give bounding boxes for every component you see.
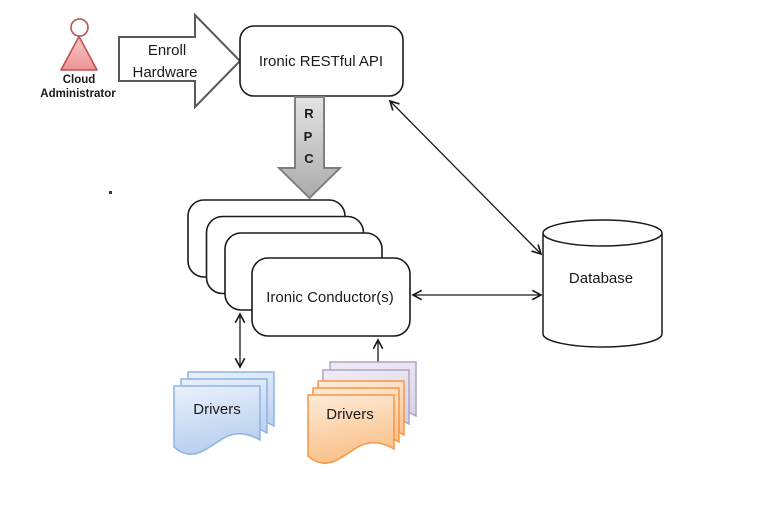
drivers-blue-front-doc xyxy=(173,385,261,456)
rpc-letter-c: C xyxy=(304,151,314,166)
database-body xyxy=(542,233,663,348)
actor-head xyxy=(70,18,89,37)
rpc-letter-p: P xyxy=(304,129,313,144)
cloud-admin-icon xyxy=(60,18,98,71)
api-database-arrow xyxy=(388,99,543,256)
conductor-label: Ironic Conductor(s) xyxy=(266,289,394,306)
cloud-admin-label-line1: Cloud xyxy=(63,74,96,86)
enroll-hardware-arrow xyxy=(118,12,242,110)
enroll-label-line1: Enroll xyxy=(148,42,186,59)
drivers-blue-label: Drivers xyxy=(193,401,241,418)
database-top xyxy=(542,219,663,247)
database-label: Database xyxy=(569,270,633,287)
conductor-front-card xyxy=(251,257,411,337)
ironic-api-label: Ironic RESTful API xyxy=(259,53,383,70)
rpc-arrow xyxy=(276,96,343,200)
cloud-admin-label-line2: Administrator xyxy=(40,88,116,100)
stray-dot xyxy=(109,191,112,194)
rpc-letter-r: R xyxy=(304,106,314,121)
actor-body xyxy=(60,35,98,71)
conductor-stack: Ironic Conductor(s) xyxy=(187,199,411,337)
enroll-label-line2: Hardware xyxy=(132,64,197,81)
database-cylinder: Database xyxy=(542,219,663,348)
drivers-orange-label: Drivers xyxy=(326,406,374,423)
drivers-orange-stack: Drivers xyxy=(307,361,417,465)
drivers-blue-stack: Drivers xyxy=(173,371,275,456)
